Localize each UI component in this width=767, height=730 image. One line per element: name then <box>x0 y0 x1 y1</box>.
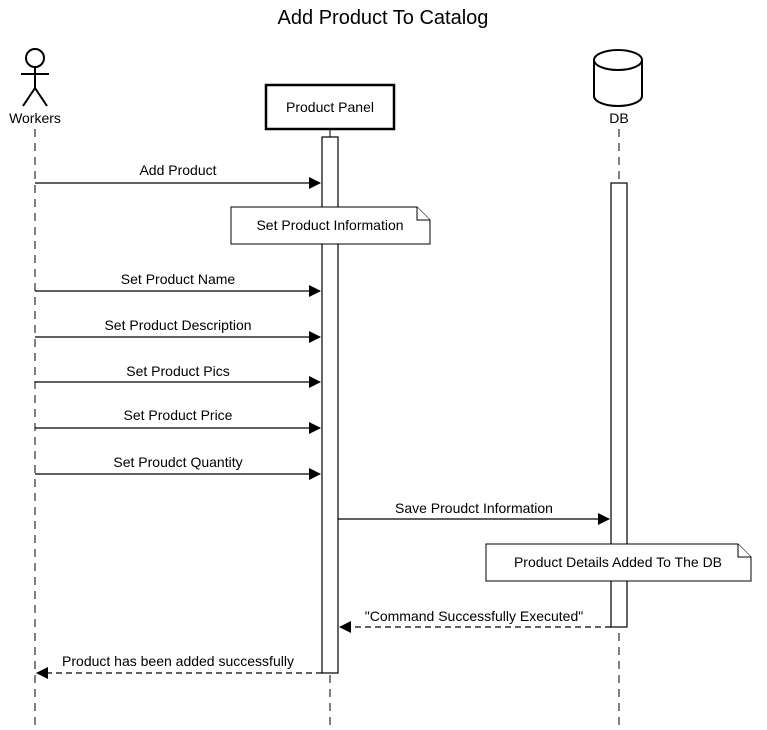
message-save-product-information: Save Proudct Information <box>338 500 610 525</box>
participant-label-product-panel: Product Panel <box>286 99 374 115</box>
message-set-product-price: Set Product Price <box>35 407 321 434</box>
message-set-product-description: Set Product Description <box>35 317 321 343</box>
message-label: Add Product <box>139 162 216 178</box>
note-product-details-added: Product Details Added To The DB <box>485 543 752 582</box>
message-command-successfully-executed: "Command Successfully Executed" <box>339 608 611 633</box>
message-label: Set Product Price <box>124 407 233 423</box>
message-label: Set Product Pics <box>126 363 230 379</box>
participant-workers: Workers <box>9 48 61 730</box>
activation-bar-db <box>610 182 628 628</box>
message-label: Set Product Description <box>104 317 251 333</box>
message-label: Set Proudct Quantity <box>113 454 242 470</box>
message-label: Save Proudct Information <box>395 500 553 516</box>
message-set-product-name: Set Product Name <box>35 271 321 297</box>
activation-bar-product-panel <box>321 136 339 674</box>
message-add-product: Add Product <box>35 162 321 189</box>
participant-product-panel: Product Panel <box>264 83 396 730</box>
message-set-product-pics: Set Product Pics <box>35 363 321 388</box>
participant-box-product-panel <box>264 83 396 131</box>
diagram-title: Add Product To Catalog <box>278 7 489 29</box>
message-set-product-quantity: Set Proudct Quantity <box>35 454 321 480</box>
note-set-product-information: Set Product Information <box>230 206 431 245</box>
message-label: Product has been added successfully <box>62 653 294 669</box>
message-label: "Command Successfully Executed" <box>365 608 584 624</box>
participant-label-workers: Workers <box>9 110 61 126</box>
participant-db: DB <box>593 49 643 730</box>
note-label: Product Details Added To The DB <box>514 554 722 570</box>
message-label: Set Product Name <box>121 271 236 287</box>
database-icon <box>593 49 643 107</box>
participant-label-db: DB <box>609 110 628 126</box>
message-product-added-successfully: Product has been added successfully <box>36 653 322 679</box>
note-label: Set Product Information <box>256 217 403 233</box>
actor-icon <box>21 48 49 107</box>
